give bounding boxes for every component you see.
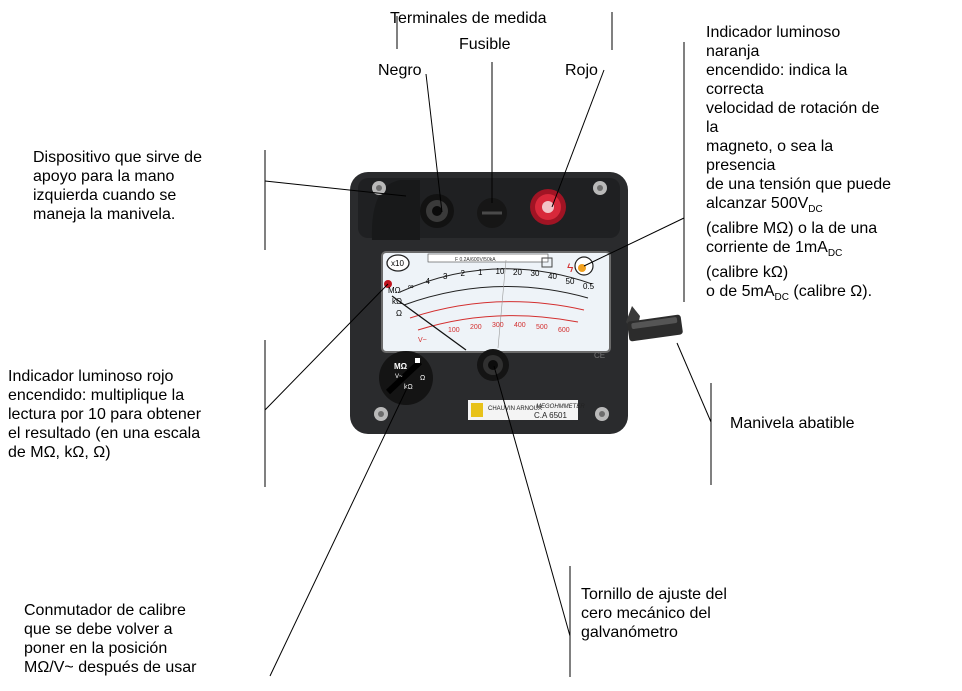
scale-tick-label: 0.5 (583, 282, 595, 291)
leader-negro (425, 73, 443, 213)
label-fusible: Fusible (459, 36, 511, 53)
scale-red-tick-label: 100 (448, 327, 460, 334)
switch-label-ohm: Ω (420, 375, 425, 382)
scale-tick-label: ∞ (408, 282, 414, 291)
scale-tick-label: 20 (513, 267, 522, 277)
leader-tornillo (493, 365, 571, 637)
meter-needle (391, 295, 467, 351)
naranja-line-14: o de 5mADC (calibre Ω). (706, 283, 873, 304)
svg-text:ϟ: ϟ (567, 261, 574, 275)
scale-tick-label: 4 (425, 276, 430, 286)
black-terminal (420, 194, 454, 228)
model-name: MEGOHMMETER (536, 404, 585, 410)
switch-label-v: V~ (395, 374, 403, 380)
scale-label-v: V~ (418, 337, 427, 344)
leader-rojo (551, 69, 605, 208)
label-conmutador: Conmutador de calibre que se debe volver… (24, 602, 197, 676)
label-apoyo: Dispositivo que sirve de apoyo para la m… (33, 149, 202, 223)
hand-rest (371, 180, 420, 240)
naranja-line-11: (calibre MΩ) o la de una (706, 220, 878, 238)
leader-naranja (583, 217, 685, 267)
scale-label-ohm: Ω (396, 309, 402, 318)
leader-conmutador (269, 385, 409, 677)
range-switch-knob: MΩ V~ kΩ Ω (379, 351, 433, 405)
label-terminales: Terminales de medida (390, 10, 547, 27)
label-rojo: Rojo (565, 62, 598, 79)
x10-label: x10 (391, 259, 404, 268)
switch-label-kohm: kΩ (404, 384, 413, 391)
label-manivela: Manivela abatible (730, 415, 855, 432)
scale-red-tick-label: 300 (492, 322, 504, 330)
scale-tick-label: 10 (495, 267, 505, 276)
switch-label-mohm: MΩ (394, 362, 408, 371)
label-tornillo: Tornillo de ajuste del cero mecánico del… (581, 586, 727, 641)
scale-label-mohm: MΩ (388, 286, 401, 295)
brand-plate (468, 400, 578, 420)
leader-indicador (264, 283, 389, 411)
brand-name: CHAUVIN ARNOUX (488, 406, 542, 412)
leader-manivela (676, 342, 712, 423)
naranja-intro: Indicador luminoso naranja encendido: in… (706, 24, 892, 193)
scale-tick-label: 1 (478, 267, 483, 277)
label-indicador-naranja: Indicador luminoso naranja encendido: in… (706, 23, 962, 308)
scale-tick-label: 40 (548, 272, 557, 282)
scale-tick-label: 3 (443, 272, 448, 282)
fuse-rating: F 0.2A/600V/50kA (455, 257, 496, 263)
scale-label-kohm: kΩ (392, 297, 402, 306)
scale-red-tick-label: 400 (514, 322, 526, 330)
scale-red-tick-label: 600 (558, 327, 570, 334)
label-negro: Negro (378, 62, 422, 79)
naranja-line-13: (calibre kΩ) (706, 264, 789, 282)
model-code: C.A 6501 (534, 411, 567, 420)
naranja-line-10: alcanzar 500VDC (706, 195, 823, 216)
leader-apoyo (264, 180, 407, 197)
scale-tick-label: 50 (565, 276, 575, 286)
scale-tick-label: 30 (530, 269, 540, 279)
svg-text:CE: CE (594, 351, 605, 360)
fuse-holder (477, 198, 507, 228)
label-indicador-rojo: Indicador luminoso rojo encendido: multi… (8, 368, 202, 461)
scale-tick-label: 2 (460, 269, 465, 279)
scale-red-tick-label: 500 (536, 323, 548, 331)
crank-handle (626, 306, 683, 342)
naranja-line-12: corriente de 1mADC (706, 239, 843, 260)
scale-red-tick-label: 200 (470, 323, 482, 331)
x10-led-ring (386, 254, 410, 272)
